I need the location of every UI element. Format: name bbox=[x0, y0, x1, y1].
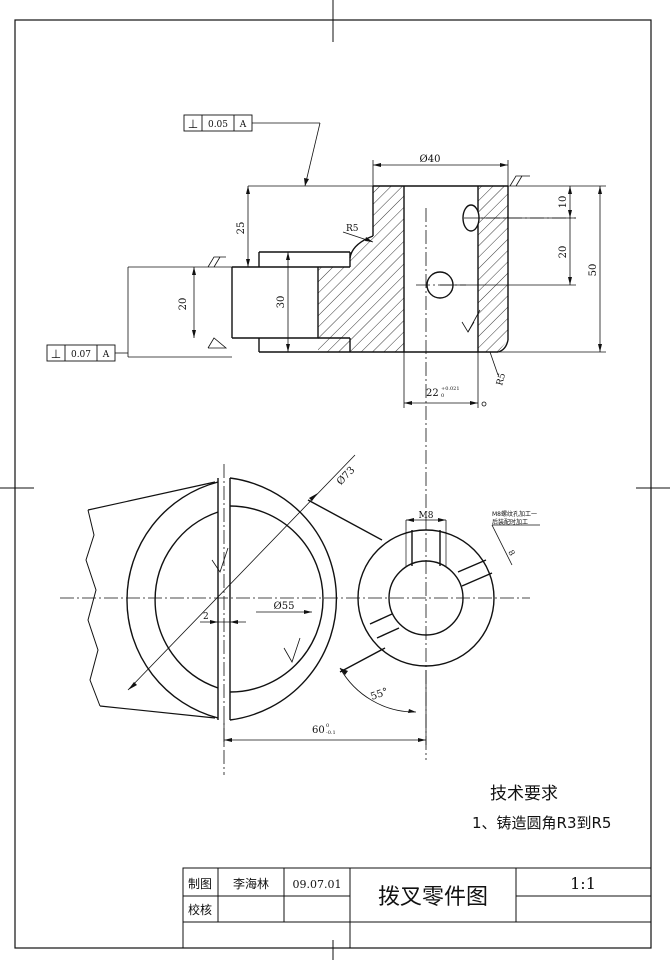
big-ring-left bbox=[126, 481, 219, 719]
dim-20: 20 bbox=[558, 246, 569, 259]
dim-r5-bottom: R5 bbox=[495, 372, 508, 387]
checked-label: 校核 bbox=[188, 902, 212, 917]
dim-30: 30 bbox=[276, 296, 287, 309]
drawn-date: 09.07.01 bbox=[293, 878, 342, 891]
drawing-title: 拨叉零件图 bbox=[378, 885, 488, 910]
dim-60-tol: 0 bbox=[326, 723, 329, 729]
dim-25: 25 bbox=[236, 222, 247, 235]
tech-req-title: 技术要求 bbox=[490, 784, 558, 804]
dim-8: 8 bbox=[506, 549, 516, 558]
dim-r5-top: R5 bbox=[346, 224, 359, 234]
note-m8-line2: 后装配时加工 bbox=[492, 518, 528, 526]
note-m8-line1: M8螺纹孔加工一 bbox=[492, 510, 537, 518]
drawing-frame bbox=[14, 19, 652, 949]
tech-req-item: 1、铸造圆角R3到R5 bbox=[472, 814, 611, 832]
dim-m8: M8 bbox=[419, 511, 434, 521]
drawn-by: 李海林 bbox=[233, 876, 269, 891]
perp-top-value: 0.05 bbox=[208, 120, 228, 130]
dim-2: 2 bbox=[203, 612, 209, 622]
hatch-left-body bbox=[318, 186, 404, 352]
dim-20-bore: 20 bbox=[178, 298, 189, 311]
dim-22-tol: +0.021 bbox=[441, 386, 460, 392]
perp-left-datum: A bbox=[102, 350, 110, 360]
dim-22: 22 bbox=[426, 388, 439, 399]
perp-left-value: 0.07 bbox=[71, 350, 91, 360]
hatch-right-wall bbox=[478, 186, 508, 352]
dim-22-tol2: 0 bbox=[441, 393, 444, 399]
fcf-left: ⊥ 0.07 A bbox=[46, 344, 116, 362]
big-ring-right bbox=[229, 477, 338, 721]
section-view: Ø40 25 50 10 20 30 20 R5 R5 22 +0.021 0 bbox=[115, 122, 606, 760]
dim-d73: Ø73 bbox=[335, 465, 357, 488]
perp-top-datum: A bbox=[239, 120, 247, 130]
break-line bbox=[85, 509, 101, 707]
dim-55deg: 55° bbox=[369, 686, 389, 702]
top-view: Ø73 M8 Ø55 2 55° 60 0 -0.1 8 M8螺纹孔加工一 后装… bbox=[60, 454, 540, 775]
drawn-label: 制图 bbox=[188, 877, 212, 891]
fcf-top: ⊥ 0.05 A bbox=[183, 114, 253, 132]
dim-10: 10 bbox=[558, 196, 569, 209]
drawing-scale: 1:1 bbox=[570, 874, 596, 893]
dim-50: 50 bbox=[588, 264, 599, 277]
dim-60: 60 bbox=[312, 725, 325, 736]
dim-d55: Ø55 bbox=[274, 601, 295, 612]
title-block bbox=[182, 867, 652, 949]
dim-d40: Ø40 bbox=[420, 154, 441, 165]
perp-symbol-top: ⊥ bbox=[188, 117, 198, 131]
dim-60-tol2: -0.1 bbox=[326, 730, 336, 736]
perp-symbol-left: ⊥ bbox=[51, 347, 61, 361]
